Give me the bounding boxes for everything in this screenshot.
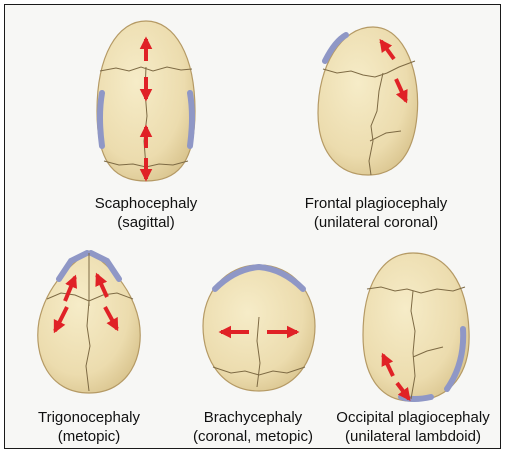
scaphocephaly-skull xyxy=(97,21,195,181)
caption-occipital-plagiocephaly: Occipital plagiocephaly (unilateral lamb… xyxy=(325,408,501,446)
caption-occipital-plagiocephaly-suture: (unilateral lambdoid) xyxy=(325,427,501,446)
caption-frontal-plagiocephaly: Frontal plagiocephaly (unilateral corona… xyxy=(281,194,471,232)
occipital-plagiocephaly-skull xyxy=(363,253,469,401)
caption-occipital-plagiocephaly-name: Occipital plagiocephaly xyxy=(325,408,501,427)
caption-brachycephaly-suture: (coronal, metopic) xyxy=(177,427,329,446)
caption-frontal-plagiocephaly-name: Frontal plagiocephaly xyxy=(281,194,471,213)
brachycephaly-skull xyxy=(203,265,315,391)
caption-scaphocephaly-suture: (sagittal) xyxy=(61,213,231,232)
frontal-plagiocephaly-skull xyxy=(318,27,418,175)
trigonocephaly-skull xyxy=(38,251,140,393)
figure-frame: Scaphocephaly (sagittal) Frontal plagioc… xyxy=(4,4,501,449)
caption-trigonocephaly-name: Trigonocephaly xyxy=(9,408,169,427)
caption-brachycephaly: Brachycephaly (coronal, metopic) xyxy=(177,408,329,446)
caption-scaphocephaly-name: Scaphocephaly xyxy=(61,194,231,213)
caption-scaphocephaly: Scaphocephaly (sagittal) xyxy=(61,194,231,232)
caption-frontal-plagiocephaly-suture: (unilateral coronal) xyxy=(281,213,471,232)
caption-trigonocephaly-suture: (metopic) xyxy=(9,427,169,446)
caption-trigonocephaly: Trigonocephaly (metopic) xyxy=(9,408,169,446)
fused-sagittal-left xyxy=(100,93,102,146)
fused-sagittal-right xyxy=(190,93,192,146)
caption-brachycephaly-name: Brachycephaly xyxy=(177,408,329,427)
